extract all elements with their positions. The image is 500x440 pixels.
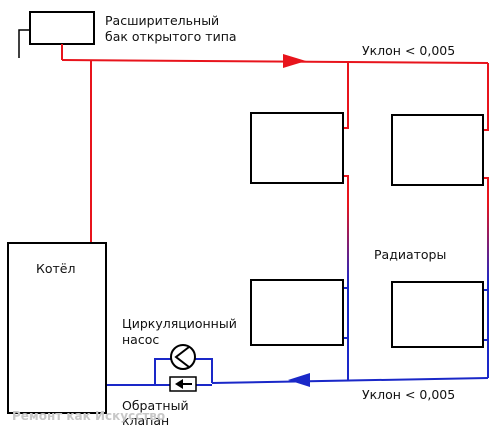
radiator-bottom-right <box>391 281 484 348</box>
pump-label-line1: Циркуляционный <box>122 316 237 331</box>
overflow-pipe <box>18 29 30 58</box>
flow-direction-arrow-icon <box>283 54 306 68</box>
slope-label-bottom: Уклон < 0,005 <box>362 387 455 402</box>
slope-label-top: Уклон < 0,005 <box>362 43 455 58</box>
supply-branch-right-top <box>483 63 489 131</box>
watermark: Ремонт как Искусство <box>12 409 165 423</box>
riser-right <box>483 177 489 378</box>
supply-branch-left-top <box>343 61 349 129</box>
boiler <box>7 242 107 414</box>
boiler-label: Котёл <box>36 261 75 276</box>
supply-line <box>61 44 489 243</box>
supply-main-top <box>61 59 489 64</box>
radiator-top-right <box>391 114 484 186</box>
radiators-label: Радиаторы <box>374 247 446 262</box>
tank-label-line1: Расширительный <box>105 13 219 28</box>
return-main-bottom <box>211 377 489 384</box>
radiator-bottom-left <box>250 279 344 346</box>
radiator-top-left <box>250 112 344 184</box>
check-valve-label-line1: Обратный <box>122 398 189 413</box>
pump-label-line2: насос <box>122 332 159 347</box>
check-valve-label-line2: клапан <box>122 413 169 428</box>
tank-label-line2: бак открытого типа <box>105 29 237 44</box>
pump-circle-triangle-icon <box>170 344 196 370</box>
riser-left <box>343 175 349 380</box>
flow-direction-arrow-icon <box>288 373 310 387</box>
check-valve-arrow-icon <box>169 376 197 392</box>
expansion-tank-body <box>29 11 95 45</box>
expansion-tank <box>18 11 95 58</box>
